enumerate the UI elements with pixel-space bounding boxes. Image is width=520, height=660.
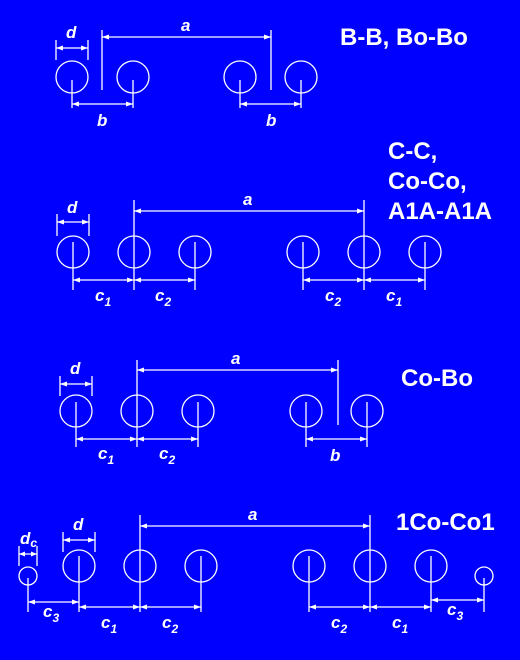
arrowhead — [137, 367, 144, 373]
arrowhead — [81, 45, 88, 51]
arrowhead — [331, 367, 338, 373]
arrowhead — [31, 551, 37, 557]
arrowhead — [357, 277, 364, 283]
section-cc-title-line-2: Co-Co, — [388, 168, 467, 195]
arrowhead — [477, 597, 484, 603]
label-c3: c3 — [43, 602, 59, 625]
label-c2: c2 — [331, 613, 347, 636]
arrowhead — [309, 604, 316, 610]
section-cobo-title: Co-Bo — [401, 365, 473, 392]
arrowhead — [140, 604, 147, 610]
label-c3: c3 — [447, 600, 463, 623]
arrowhead — [294, 101, 301, 107]
label-c1: c1 — [392, 613, 408, 636]
label-c1: c1 — [98, 444, 114, 467]
label-c2: c2 — [325, 286, 341, 309]
arrowhead — [72, 599, 79, 605]
arrowhead — [191, 436, 198, 442]
label-c1: c1 — [101, 613, 117, 636]
arrowhead — [188, 277, 195, 283]
section-cobo: Co-Bo d a c1 c2 b — [59, 349, 473, 467]
label-c2: c2 — [159, 444, 175, 467]
label-a: a — [231, 349, 240, 368]
label-c2: c2 — [155, 286, 171, 309]
arrowhead — [85, 381, 92, 387]
arrowhead — [133, 604, 140, 610]
section-cc-title-line-3: A1A-A1A — [388, 198, 492, 225]
arrowhead — [88, 537, 95, 543]
arrowhead — [126, 101, 133, 107]
arrowhead — [360, 436, 367, 442]
section-1coco1-title: 1Co-Co1 — [396, 509, 495, 536]
arrowhead — [363, 523, 370, 529]
section-cc: C-C, Co-Co, A1A-A1A d a c1 c2 — [56, 138, 492, 309]
section-bb: B-B, Bo-Bo d a b b — [55, 16, 468, 130]
arrowhead — [424, 604, 431, 610]
label-d: d — [70, 359, 81, 378]
section-cc-title-line-1: C-C, — [388, 138, 437, 165]
arrowhead — [28, 599, 35, 605]
arrowhead — [264, 34, 271, 40]
arrowhead — [57, 219, 64, 225]
label-a: a — [248, 505, 257, 524]
arrowhead — [19, 551, 25, 557]
arrowhead — [56, 45, 63, 51]
label-c1: c1 — [386, 286, 402, 309]
arrowhead — [134, 208, 141, 214]
label-c1: c1 — [95, 286, 111, 309]
label-a: a — [181, 16, 190, 35]
arrowhead — [240, 101, 247, 107]
label-b: b — [266, 111, 276, 130]
label-d: d — [66, 23, 77, 42]
arrowhead — [102, 34, 109, 40]
arrowhead — [194, 604, 201, 610]
arrowhead — [73, 277, 80, 283]
arrowhead — [306, 436, 313, 442]
label-b: b — [97, 111, 107, 130]
section-bb-title: B-B, Bo-Bo — [340, 24, 468, 51]
arrowhead — [72, 101, 79, 107]
label-d: d — [67, 198, 78, 217]
arrowhead — [130, 436, 137, 442]
arrowhead — [303, 277, 310, 283]
label-dc: dc — [20, 529, 37, 550]
arrowhead — [79, 604, 86, 610]
arrowhead — [76, 436, 83, 442]
arrowhead — [82, 219, 89, 225]
arrowhead — [363, 604, 370, 610]
arrowhead — [127, 277, 134, 283]
arrowhead — [63, 537, 70, 543]
arrowhead — [140, 523, 147, 529]
label-c2: c2 — [162, 613, 178, 636]
arrowhead — [134, 277, 141, 283]
arrowhead — [418, 277, 425, 283]
arrowhead — [370, 604, 377, 610]
label-d: d — [73, 515, 84, 534]
arrowhead — [137, 436, 144, 442]
label-b: b — [330, 446, 340, 465]
arrowhead — [364, 277, 371, 283]
arrowhead — [357, 208, 364, 214]
arrowhead — [60, 381, 67, 387]
arrowhead — [431, 597, 438, 603]
section-1coco1: 1Co-Co1 dc d a c3 — [18, 505, 495, 636]
label-a: a — [243, 190, 252, 209]
